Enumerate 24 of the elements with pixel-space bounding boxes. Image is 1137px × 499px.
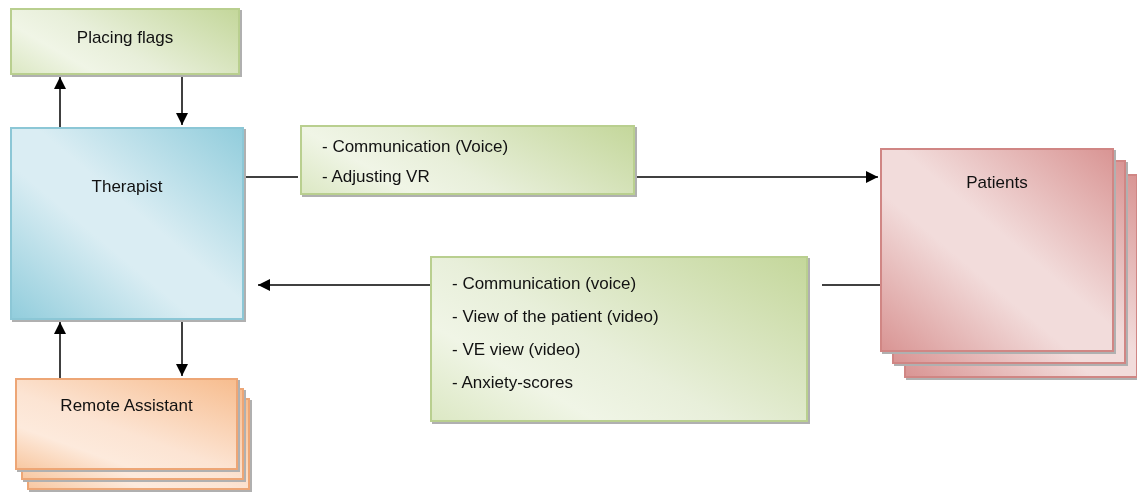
info-box [430, 256, 811, 425]
process-box [10, 8, 243, 78]
box-label: - VE view (video) [452, 340, 581, 360]
connector-line [243, 176, 299, 178]
arrow [176, 74, 188, 126]
box-label: Patients [965, 173, 1029, 193]
info-box [300, 125, 638, 198]
box-label: Remote Assistant [59, 396, 194, 416]
arrow [54, 76, 66, 128]
connector-line [821, 284, 881, 286]
stacked-box [880, 148, 1137, 381]
box-label: - Communication (Voice) [322, 137, 509, 157]
arrow [634, 171, 879, 183]
box-label: - Anxiety-scores [452, 373, 573, 393]
box-label: - View of the patient (video) [452, 307, 659, 327]
arrow [257, 279, 431, 291]
arrow [54, 321, 66, 379]
box-label: Placing flags [75, 28, 175, 48]
box-label: - Adjusting VR [322, 167, 430, 187]
stacked-box [15, 378, 253, 493]
arrow [176, 319, 188, 377]
box-label: - Communication (voice) [452, 274, 637, 294]
box-label: Therapist [90, 177, 164, 197]
process-box [10, 127, 247, 323]
